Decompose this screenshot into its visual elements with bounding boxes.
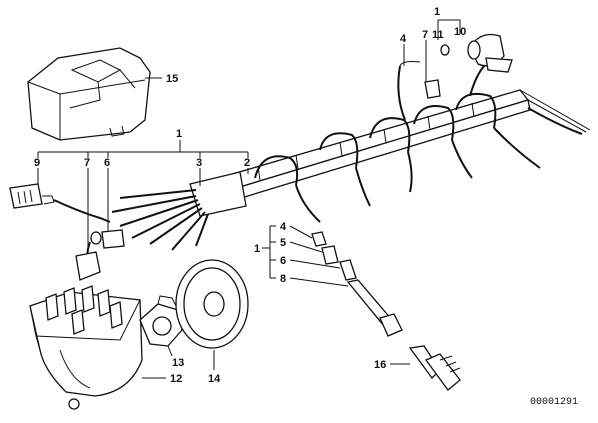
callout-3: 3 — [196, 157, 202, 169]
callout-5-right: 5 — [280, 237, 286, 249]
callout-16: 16 — [374, 359, 386, 371]
callout-8-right: 8 — [280, 273, 286, 285]
callout-1-mid: 1 — [176, 128, 182, 140]
wiring-harness-part — [111, 55, 591, 251]
distributor-part — [29, 285, 166, 410]
callout-10-top: 10 — [454, 26, 466, 38]
callout-1-right: 1 — [254, 243, 260, 255]
dust-cover-part — [175, 259, 249, 370]
callout-13: 13 — [172, 357, 184, 369]
diagram-reference-number: 00001291 — [530, 397, 578, 408]
callout-14: 14 — [208, 373, 221, 385]
coil-lead-parts — [75, 229, 125, 281]
callout-9: 9 — [34, 157, 40, 169]
rotor-part — [139, 295, 183, 357]
top-connector-assembly — [399, 33, 513, 99]
spark-plug-connector-assembly — [311, 231, 461, 391]
callout-6-right: 6 — [280, 255, 286, 267]
callout-2: 2 — [244, 157, 250, 169]
callout-4-top: 4 — [400, 33, 407, 45]
callout-6-mid: 6 — [104, 157, 110, 169]
callout-7-mid: 7 — [84, 157, 90, 169]
callout-4-right: 4 — [280, 221, 287, 233]
connector-plug-part — [9, 168, 111, 223]
ignition-cover-part — [27, 47, 162, 141]
callout-15: 15 — [166, 73, 178, 85]
callout-11-top: 11 — [432, 29, 444, 41]
callout-12: 12 — [170, 373, 182, 385]
callout-7-top: 7 — [422, 29, 428, 41]
callout-1-top: 1 — [434, 6, 440, 18]
leader-lines — [37, 19, 461, 287]
